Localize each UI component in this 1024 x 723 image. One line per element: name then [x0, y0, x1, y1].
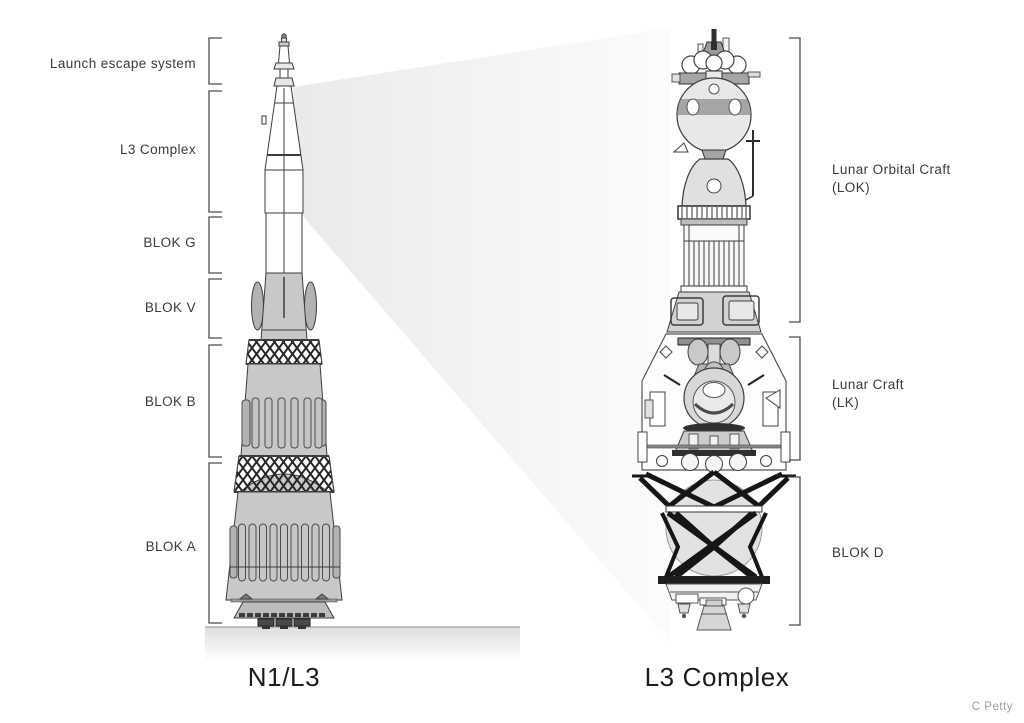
- blok-d-stage: [632, 470, 796, 631]
- left-section-brackets: [208, 37, 222, 624]
- n1-rocket-illustration: [225, 33, 343, 629]
- interstage-truss-upper: [245, 339, 323, 365]
- ground-shadow: [205, 626, 520, 660]
- label-launch-escape-system: Launch escape system: [49, 56, 196, 71]
- interstage-truss-lower: [233, 455, 335, 493]
- bracket-blok-v: [208, 278, 222, 339]
- l3-complex-illustration: [632, 29, 796, 631]
- right-section-brackets: [789, 37, 801, 626]
- bracket-blok-d: [789, 476, 801, 626]
- bracket-l3-complex: [208, 90, 222, 213]
- label-lk-line2: (LK): [832, 395, 860, 410]
- lok-descent-and-equipment: [666, 149, 762, 333]
- rocket-base: [230, 593, 338, 629]
- blok-a-section: [225, 491, 343, 601]
- label-blok-v: BLOK V: [144, 300, 196, 315]
- lk-lunar-lander: [637, 333, 791, 473]
- label-lunar-orbital-craft: Lunar Orbital Craft (LOK): [832, 161, 951, 197]
- caption-n1-l3: N1/L3: [247, 662, 321, 692]
- l3-fairing-section: [261, 85, 304, 214]
- blok-g-section: [265, 212, 303, 274]
- blok-v-section: [251, 272, 317, 341]
- bracket-blok-b: [208, 344, 222, 458]
- label-lunar-craft: Lunar Craft (LK): [832, 376, 904, 412]
- bracket-blok-g: [208, 216, 222, 274]
- caption-l3-complex: L3 Complex: [644, 662, 790, 692]
- label-blok-b: BLOK B: [144, 394, 196, 409]
- label-lok-line1: Lunar Orbital Craft: [832, 162, 951, 177]
- bracket-launch-escape-system: [208, 37, 222, 85]
- credit-text: C Petty: [971, 701, 1013, 713]
- label-lk-line1: Lunar Craft: [832, 377, 904, 392]
- bracket-blok-a: [208, 462, 222, 624]
- label-blok-g: BLOK G: [143, 235, 196, 250]
- label-lok-line2: (LOK): [832, 180, 871, 195]
- blok-b-section: [240, 363, 328, 457]
- bracket-lok: [789, 37, 801, 323]
- label-blok-a: BLOK A: [145, 539, 196, 554]
- label-l3-complex: L3 Complex: [119, 142, 196, 157]
- label-blok-d: BLOK D: [832, 545, 884, 560]
- zoom-wedge: [293, 28, 670, 642]
- lok-orbital-module: [671, 29, 761, 202]
- launch-escape-tower: [273, 33, 295, 87]
- bracket-lk: [789, 336, 801, 461]
